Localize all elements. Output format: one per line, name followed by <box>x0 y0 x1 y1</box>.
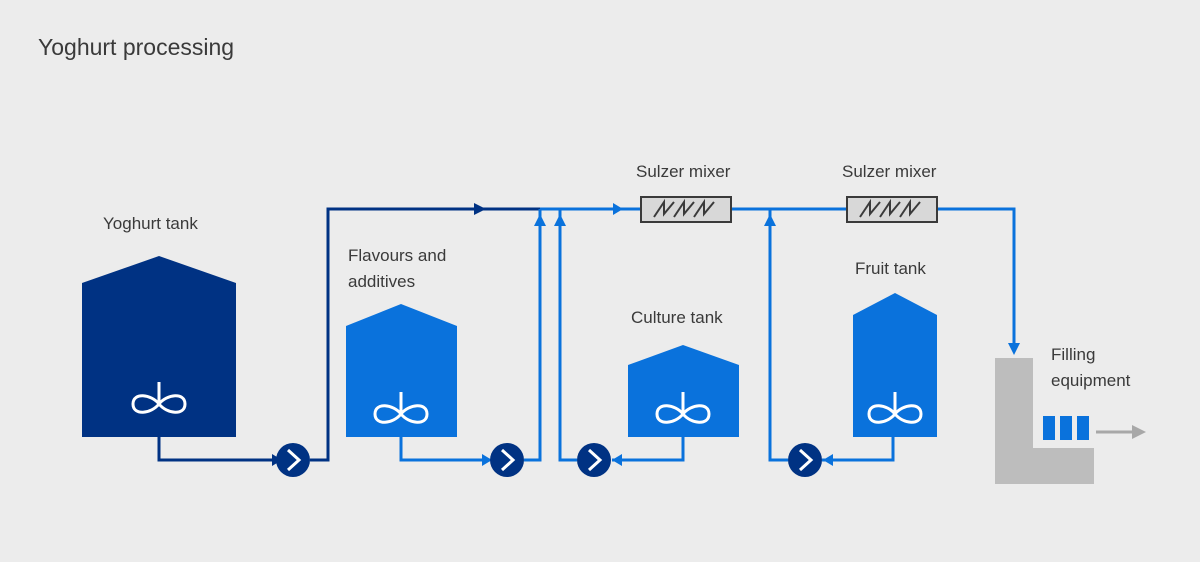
pump-icon <box>276 443 310 477</box>
pipe-yoghurt <box>157 207 540 462</box>
static-mixer-icon <box>640 196 732 223</box>
arrow-icon <box>823 454 833 466</box>
arrow-icon <box>764 214 776 226</box>
arrow-icon <box>1008 343 1020 355</box>
filling-equipment <box>995 358 1146 484</box>
filling-label-line2: equipment <box>1051 371 1131 390</box>
arrow-icon <box>613 203 623 215</box>
arrow-icon <box>534 214 546 226</box>
arrow-icon <box>474 203 486 215</box>
arrow-icon <box>1132 425 1146 439</box>
arrow-icon <box>554 214 566 226</box>
pump-icon <box>490 443 524 477</box>
yoghurt-tank <box>82 256 236 437</box>
flavours-label-line2: additives <box>348 272 416 291</box>
pump-icon <box>788 443 822 477</box>
pump-icon <box>577 443 611 477</box>
sulzer-mixer-2-label: Sulzer mixer <box>842 162 937 181</box>
yoghurt-tank-label: Yoghurt tank <box>103 214 198 233</box>
fruit-tank <box>853 293 937 437</box>
flow-arrows <box>482 203 1020 466</box>
static-mixer-icon <box>846 196 938 223</box>
culture-tank-label: Culture tank <box>631 308 723 327</box>
culture-tank <box>628 345 739 437</box>
diagram-title: Yoghurt processing <box>38 34 235 60</box>
pipe-product <box>399 207 1016 462</box>
filling-label-line1: Filling <box>1051 345 1096 364</box>
flavours-label-line1: Flavours and <box>348 246 447 265</box>
sulzer-mixer-1-label: Sulzer mixer <box>636 162 731 181</box>
flavours-tank <box>346 304 457 437</box>
arrow-icon <box>612 454 622 466</box>
arrow-icon <box>482 454 492 466</box>
fruit-tank-label: Fruit tank <box>855 259 926 278</box>
